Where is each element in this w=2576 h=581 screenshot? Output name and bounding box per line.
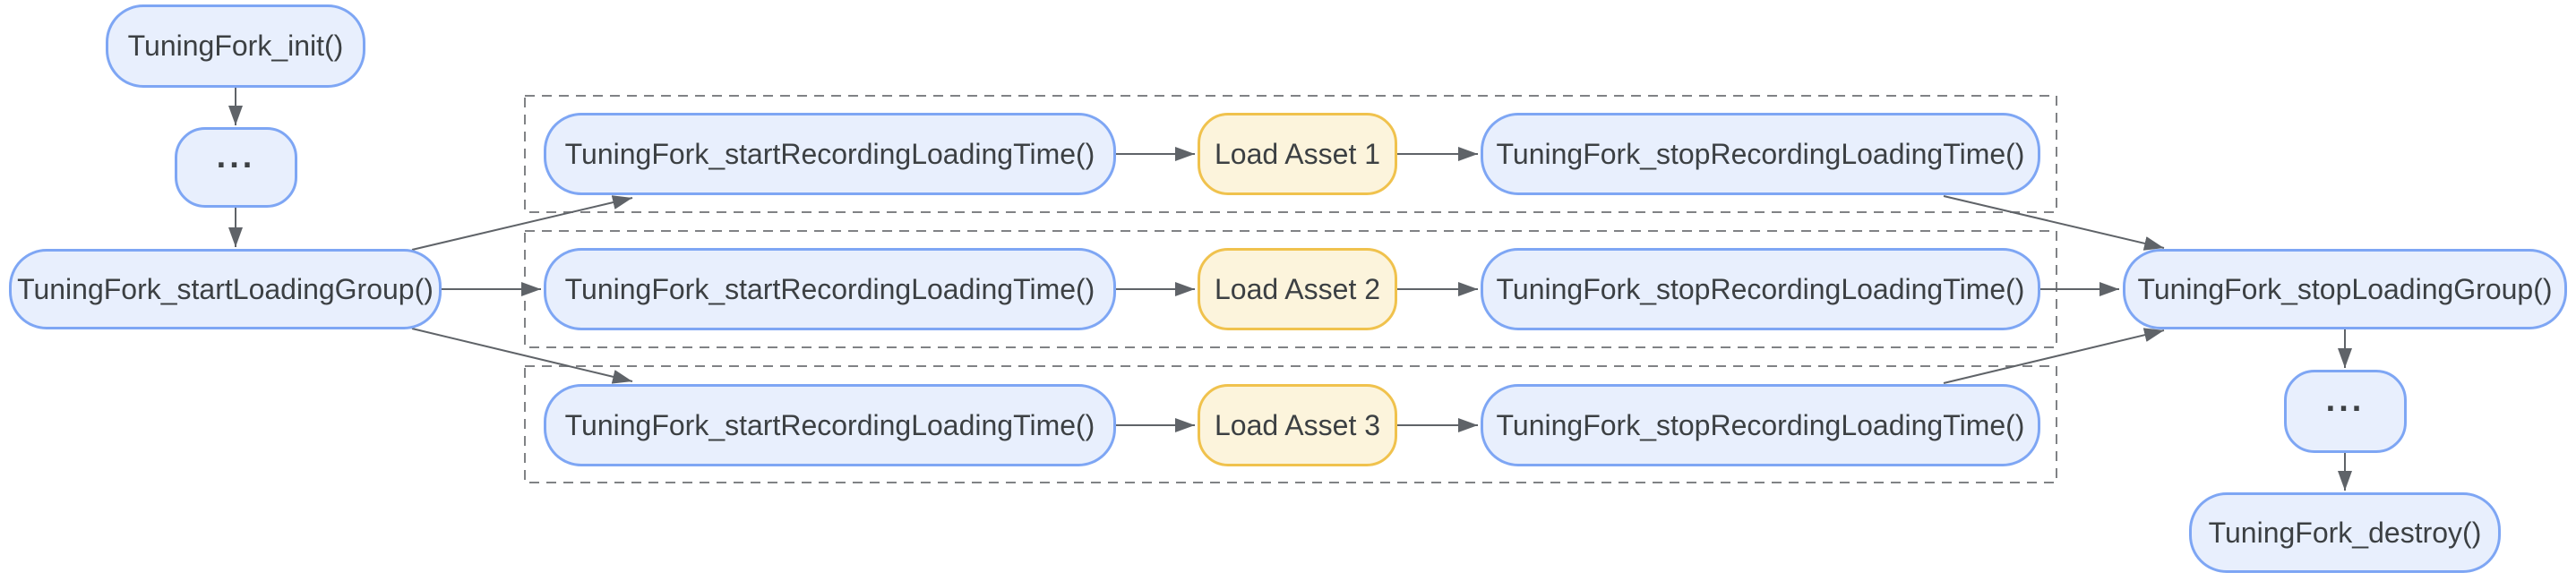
ellipsis-left-label: ... bbox=[216, 137, 256, 175]
edge-start-group-to-row3 bbox=[411, 328, 633, 384]
node-row2-stop-recording: TuningFork_stopRecordingLoadingTime() bbox=[1481, 248, 2040, 330]
node-ellipsis-left: ... bbox=[175, 127, 297, 208]
ellipsis-right-label: ... bbox=[2325, 381, 2366, 419]
node-row3-stop-recording: TuningFork_stopRecordingLoadingTime() bbox=[1481, 384, 2040, 466]
edge-row1-to-stop-group bbox=[1943, 195, 2165, 251]
node-row1-load-asset: Load Asset 1 bbox=[1198, 113, 1397, 195]
load-group-outline-3 bbox=[524, 365, 2057, 483]
node-row3-load-asset: Load Asset 3 bbox=[1198, 384, 1397, 466]
edge-start-group-to-row1 bbox=[411, 195, 633, 251]
edge-row3-to-stop-group bbox=[1943, 328, 2165, 384]
node-row1-start-recording: TuningFork_startRecordingLoadingTime() bbox=[544, 113, 1116, 195]
node-tuningfork-init: TuningFork_init() bbox=[106, 4, 365, 88]
node-row2-load-asset: Load Asset 2 bbox=[1198, 248, 1397, 330]
node-tuningfork-destroy: TuningFork_destroy() bbox=[2189, 492, 2501, 573]
node-start-loading-group: TuningFork_startLoadingGroup() bbox=[9, 249, 442, 329]
node-stop-loading-group: TuningFork_stopLoadingGroup() bbox=[2123, 249, 2567, 329]
node-row2-start-recording: TuningFork_startRecordingLoadingTime() bbox=[544, 248, 1116, 330]
node-row3-start-recording: TuningFork_startRecordingLoadingTime() bbox=[544, 384, 1116, 466]
node-row1-stop-recording: TuningFork_stopRecordingLoadingTime() bbox=[1481, 113, 2040, 195]
node-ellipsis-right: ... bbox=[2284, 370, 2407, 453]
load-group-outline-1 bbox=[524, 95, 2057, 213]
